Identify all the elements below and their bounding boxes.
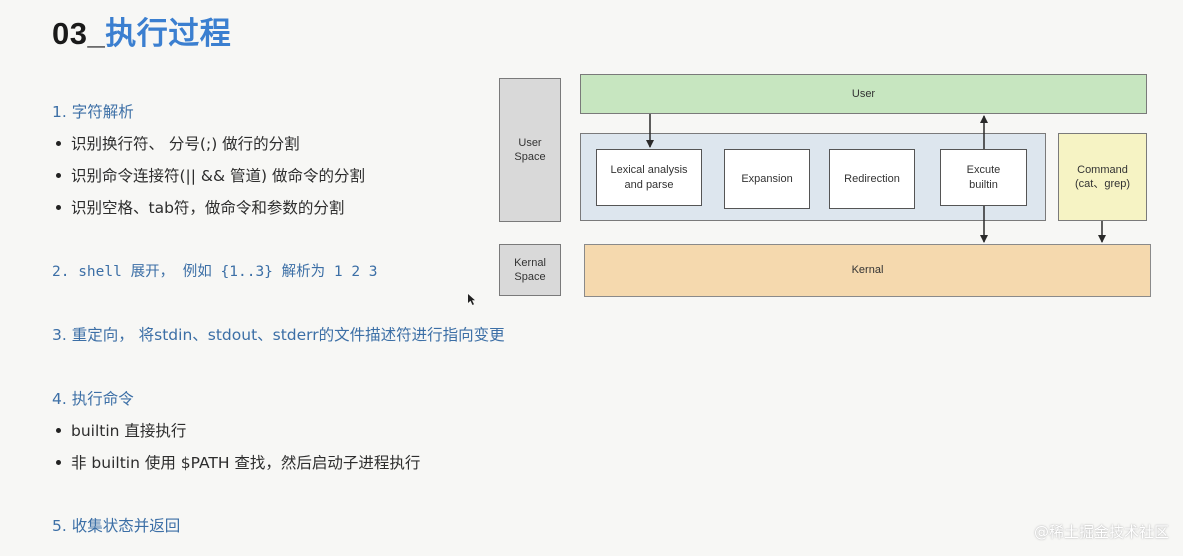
execute-builtin-box: Excute builtin xyxy=(940,149,1027,206)
step-4-item-builtin: builtin 直接执行 xyxy=(52,419,186,441)
page-title: 03_执行过程 xyxy=(52,8,231,53)
expansion-box: Expansion xyxy=(724,149,810,209)
step-1-item-newline: 识别换行符、 分号(;) 做行的分割 xyxy=(52,132,300,154)
step-1-heading: 1. 字符解析 xyxy=(52,103,134,121)
step-1-item-connector: 识别命令连接符(|| && 管道) 做命令的分割 xyxy=(52,164,365,186)
title-text: 执行过程 xyxy=(105,16,232,51)
kernel-space-label: Kernal Space xyxy=(499,244,561,296)
mouse-cursor-icon xyxy=(468,294,475,305)
bullet-icon xyxy=(56,140,61,146)
step-4-heading: 4. 执行命令 xyxy=(52,390,134,408)
step-4-item-path: 非 builtin 使用 $PATH 查找，然后启动子进程执行 xyxy=(52,451,420,473)
user-space-label: User Space xyxy=(499,78,561,222)
bullet-icon xyxy=(56,172,61,178)
redirection-box: Redirection xyxy=(829,149,915,209)
user-box: User xyxy=(580,74,1147,114)
bullet-icon xyxy=(56,204,61,210)
step-1-item-space: 识别空格、tab符，做命令和参数的分割 xyxy=(52,196,344,218)
bullet-icon xyxy=(56,427,61,433)
step-3-heading: 3. 重定向， 将stdin、stdout、stderr的文件描述符进行指向变更 xyxy=(52,326,505,344)
step-5-heading: 5. 收集状态并返回 xyxy=(52,517,181,535)
watermark: @稀土掘金技术社区 xyxy=(1033,523,1169,541)
bullet-icon xyxy=(56,459,61,465)
command-box: Command (cat、grep) xyxy=(1058,133,1147,221)
step-2-heading: 2. shell 展开， 例如 {1..3} 解析为 1 2 3 xyxy=(52,264,378,280)
lexical-analysis-box: Lexical analysis and parse xyxy=(596,149,702,206)
kernel-box: Kernal xyxy=(584,244,1151,297)
title-number: 03_ xyxy=(52,16,106,51)
